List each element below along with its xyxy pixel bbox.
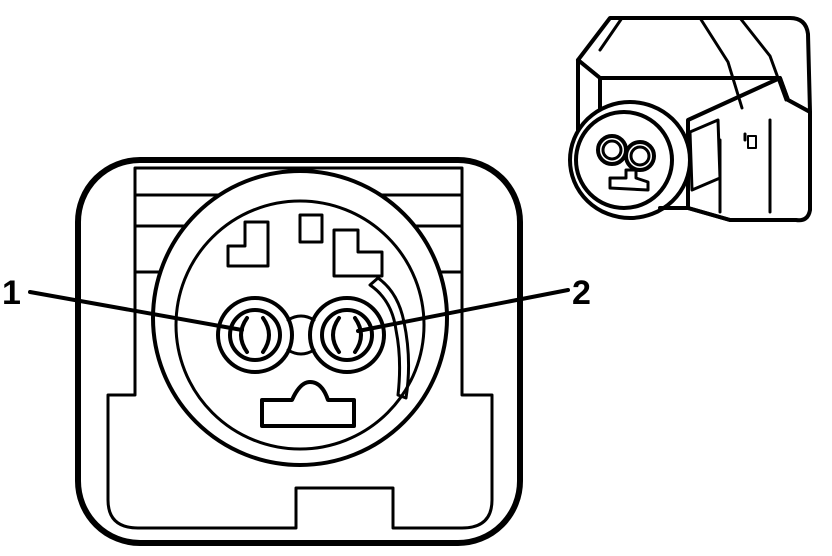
cavity-bridge	[286, 314, 316, 356]
terminal-cavity-2	[308, 296, 386, 374]
callout-label-2: 2	[572, 274, 591, 312]
leader-line-2	[356, 288, 570, 333]
iso-lock-tab	[608, 168, 650, 192]
lock-tab	[260, 380, 356, 428]
key-slot-center	[298, 213, 324, 244]
mating-face-outer-ring	[151, 169, 449, 467]
iso-latch	[688, 118, 722, 192]
connector-isometric-view	[568, 16, 812, 223]
iso-housing-bottom	[658, 206, 732, 222]
key-slot-left	[226, 220, 270, 268]
connector-inner-shell	[106, 166, 494, 530]
iso-latch-window	[747, 135, 757, 149]
latch-groove	[368, 276, 411, 400]
connector-face-view	[28, 157, 570, 546]
key-slot-right	[332, 228, 384, 278]
iso-terminal-cavities	[596, 134, 656, 172]
leader-line-1	[28, 290, 244, 332]
mating-face-inner-ring	[174, 199, 426, 451]
terminal-cavity-1	[216, 296, 294, 374]
callout-label-1: 1	[2, 274, 21, 312]
